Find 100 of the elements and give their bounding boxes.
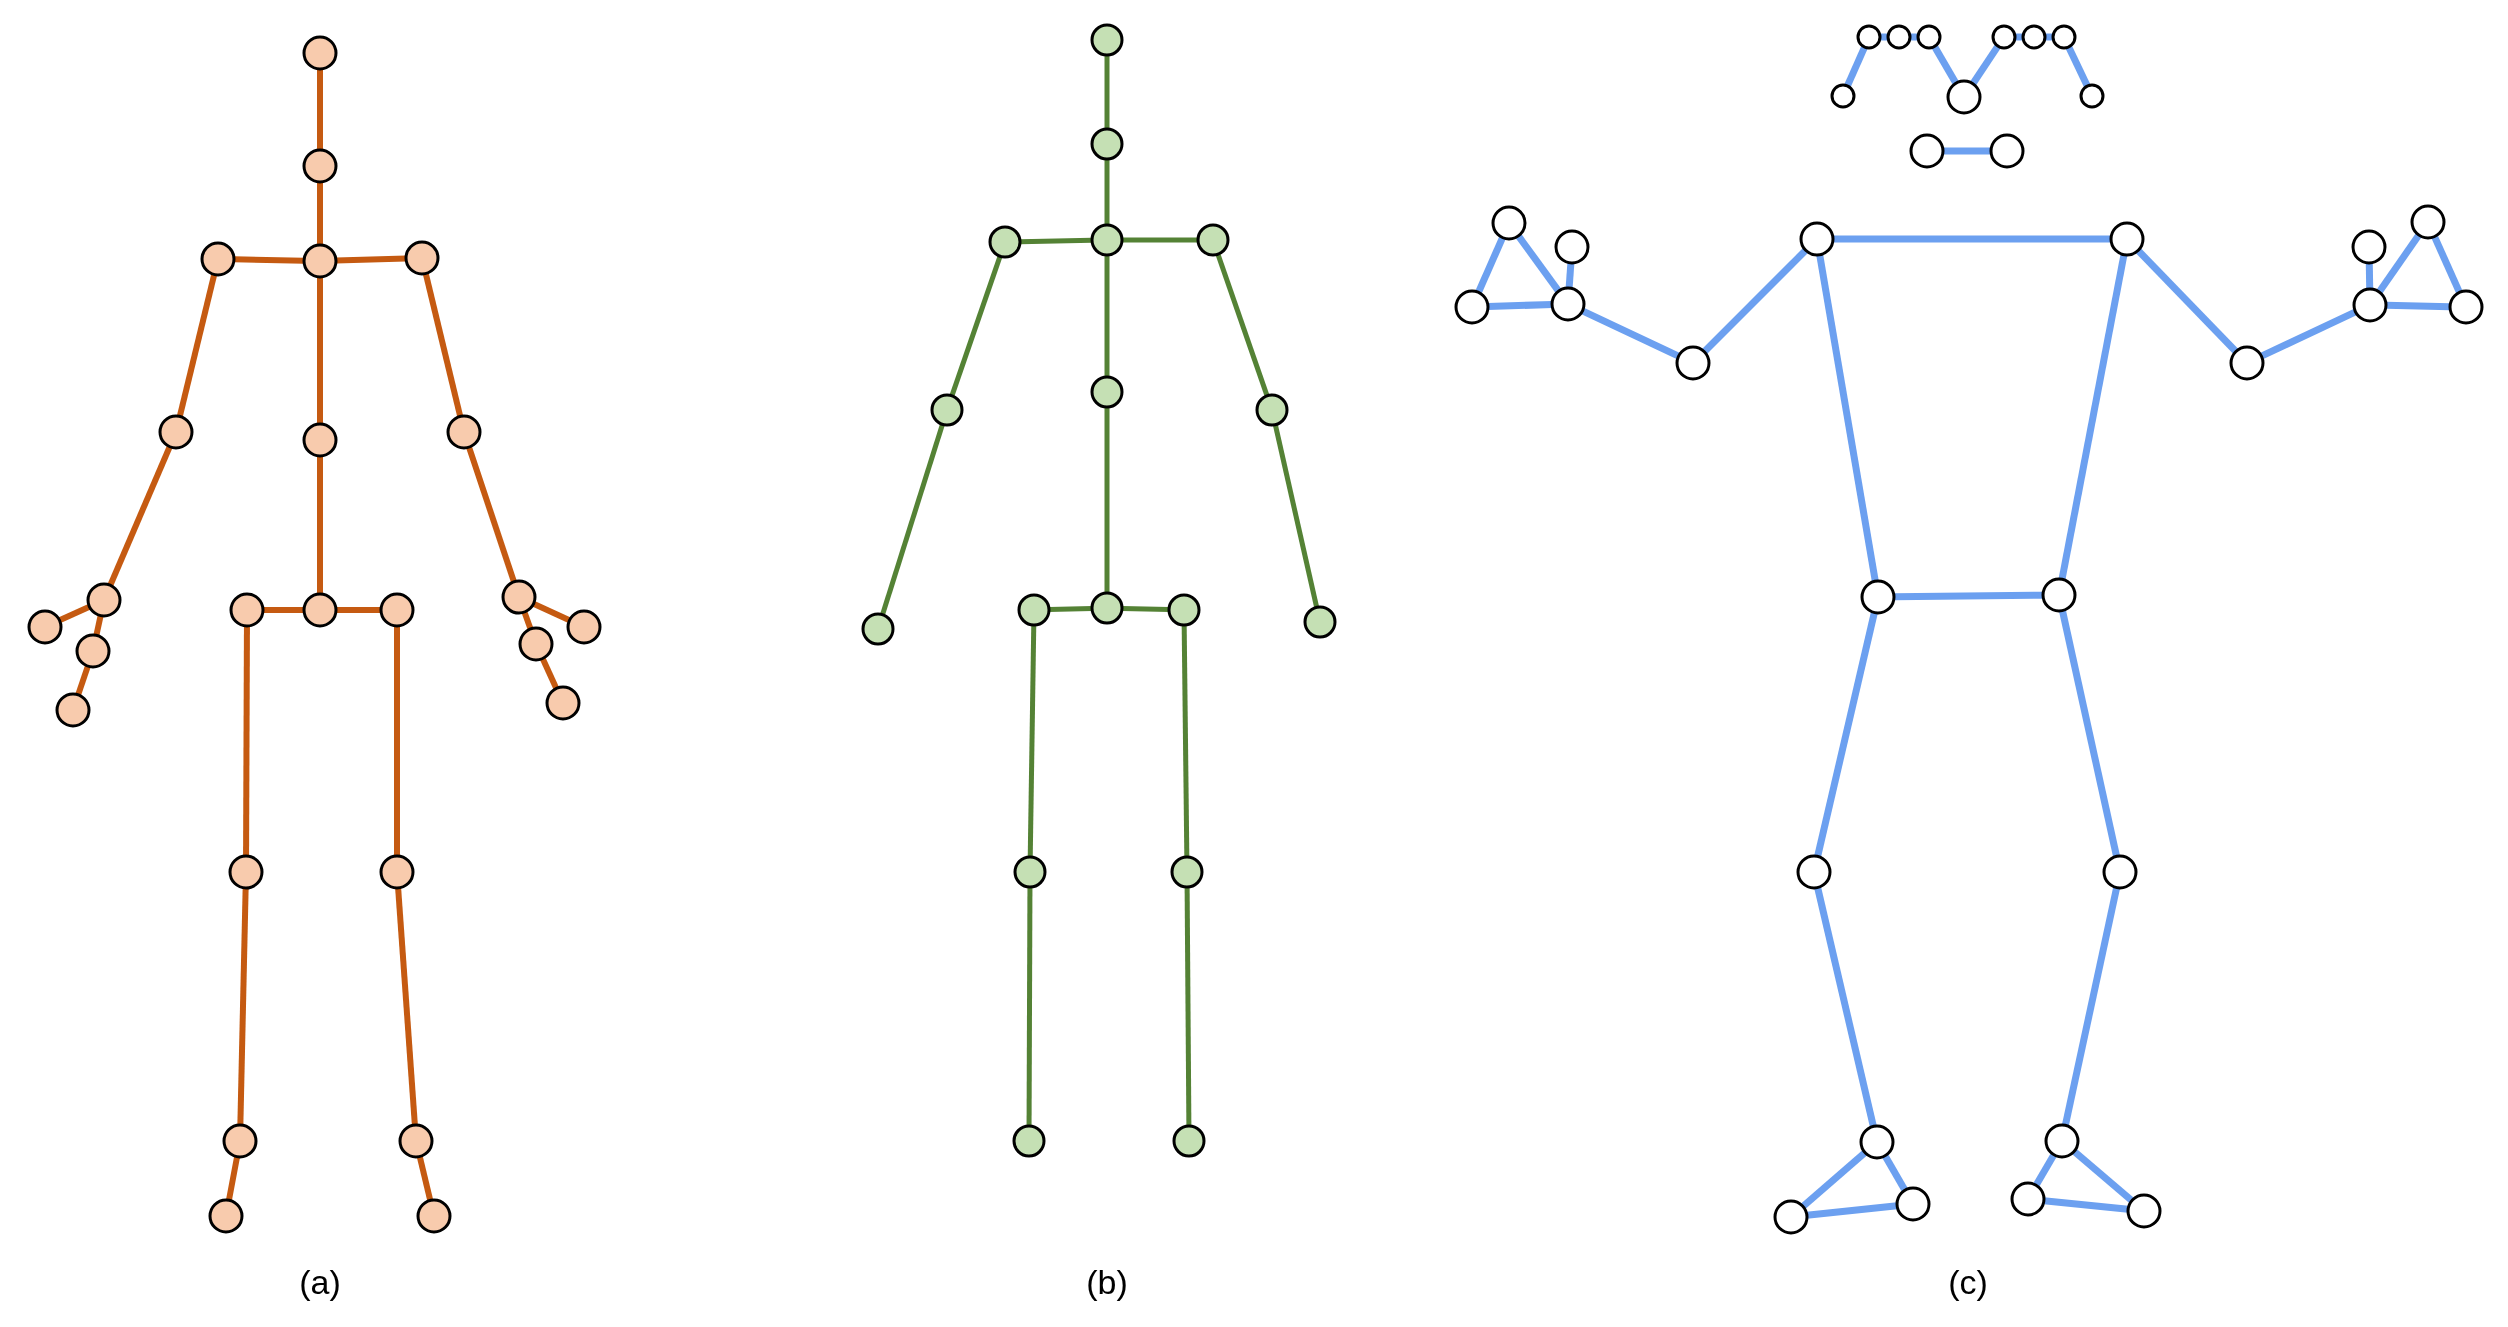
joint-circle <box>1886 24 1912 50</box>
bone-line <box>2061 886 2121 1127</box>
bone-line <box>1806 1202 1898 1219</box>
bone-line <box>1019 237 1093 245</box>
joint-circle <box>302 243 338 279</box>
joint-circle <box>302 35 338 71</box>
joint-circle <box>1090 591 1124 625</box>
joint-circle <box>228 854 264 890</box>
joint-circle <box>2126 1193 2162 1229</box>
joint-circle <box>379 592 415 628</box>
bone-line <box>422 272 464 418</box>
joint-circle <box>2051 24 2077 50</box>
panel-label: (b) <box>1086 1265 1128 1299</box>
bone-line <box>2376 233 2422 294</box>
bone-line <box>2065 45 2091 88</box>
bone-line <box>317 277 323 424</box>
bone-line <box>336 607 381 613</box>
joint-circle <box>1090 127 1124 161</box>
joint-circle <box>1090 223 1124 257</box>
joint-circle <box>2102 854 2138 890</box>
bone-line <box>1048 605 1093 613</box>
bone-line <box>1816 254 1879 582</box>
joint-circle <box>930 393 964 427</box>
joint-circle <box>1170 855 1204 889</box>
bone-line <box>2071 1148 2135 1204</box>
joint-circle <box>1860 579 1896 615</box>
bone-line <box>1215 253 1270 397</box>
joint-circle <box>208 1198 244 1234</box>
bone-line <box>1272 424 1320 608</box>
bone-line <box>1833 235 2111 243</box>
joint-circle <box>1255 393 1289 427</box>
joint-circle <box>1554 229 1590 265</box>
joint-circle <box>1856 24 1882 50</box>
joint-circle <box>158 414 194 450</box>
joint-circle <box>1167 593 1201 627</box>
bone-line <box>75 665 91 696</box>
bone-line <box>317 182 323 245</box>
bone-line <box>1580 307 1681 360</box>
joint-circle <box>2010 1181 2046 1217</box>
bone-line <box>237 887 249 1126</box>
joint-circle <box>379 854 415 890</box>
bone-line <box>395 887 418 1126</box>
joint-circle <box>1675 345 1711 381</box>
joint-circle <box>2352 287 2388 323</box>
bone-line <box>1104 407 1110 593</box>
bone-line <box>1800 1149 1868 1210</box>
joint-circle <box>416 1198 452 1234</box>
bone-line <box>226 1156 240 1201</box>
bone-line <box>1104 55 1110 129</box>
joint-circle <box>1895 1186 1931 1222</box>
bone-line <box>1893 591 2044 601</box>
bone-line <box>2365 262 2374 290</box>
joint-circle <box>1859 1124 1895 1160</box>
bone-line <box>2135 248 2239 354</box>
joint-circle <box>501 579 537 615</box>
bone-line <box>233 256 305 264</box>
bone-line <box>1122 237 1198 243</box>
joint-circle <box>1454 289 1490 325</box>
bone-line <box>466 446 517 583</box>
joint-circle <box>1916 24 1942 50</box>
joint-circle <box>1090 23 1124 57</box>
joint-circle <box>545 685 581 721</box>
joint-circle <box>1991 24 2017 50</box>
joint-circle <box>1090 375 1124 409</box>
joint-circle <box>518 626 554 662</box>
joint-circle <box>861 612 895 646</box>
bone-line <box>539 657 560 690</box>
joint-circle <box>1799 221 1835 257</box>
joint-circle <box>1946 79 1982 115</box>
joint-circle <box>222 1123 258 1159</box>
bone-line <box>243 626 250 856</box>
joint-circle <box>1017 593 1051 627</box>
bone-line <box>1026 887 1033 1126</box>
bone-line <box>1104 159 1110 225</box>
bone-line <box>1701 247 1809 355</box>
bone-line <box>2058 254 2128 580</box>
bone-line <box>2385 301 2451 311</box>
bone-line <box>317 456 323 594</box>
joint-circle <box>1773 1199 1809 1235</box>
bone-line <box>416 1155 434 1202</box>
bone-line <box>949 255 1003 397</box>
joint-circle <box>2351 229 2387 265</box>
joint-circle <box>86 582 122 618</box>
bone-line <box>1969 44 2001 86</box>
joint-circle <box>2109 221 2145 257</box>
bone-line <box>1844 45 1868 88</box>
bone-line <box>1487 301 1553 310</box>
joint-circle <box>1550 286 1586 322</box>
joint-circle <box>2448 289 2484 325</box>
bone-line <box>1814 611 1878 858</box>
joint-circle <box>200 241 236 277</box>
joint-circle <box>2021 24 2047 50</box>
joint-circle <box>1989 133 2025 169</box>
joint-circle <box>2079 83 2105 109</box>
bone-line <box>2033 1153 2057 1187</box>
bone-line <box>2059 609 2120 858</box>
joint-circle <box>1491 205 1527 241</box>
joint-circle <box>27 609 63 645</box>
bone-line <box>1121 605 1170 613</box>
joint-circle <box>398 1123 434 1159</box>
